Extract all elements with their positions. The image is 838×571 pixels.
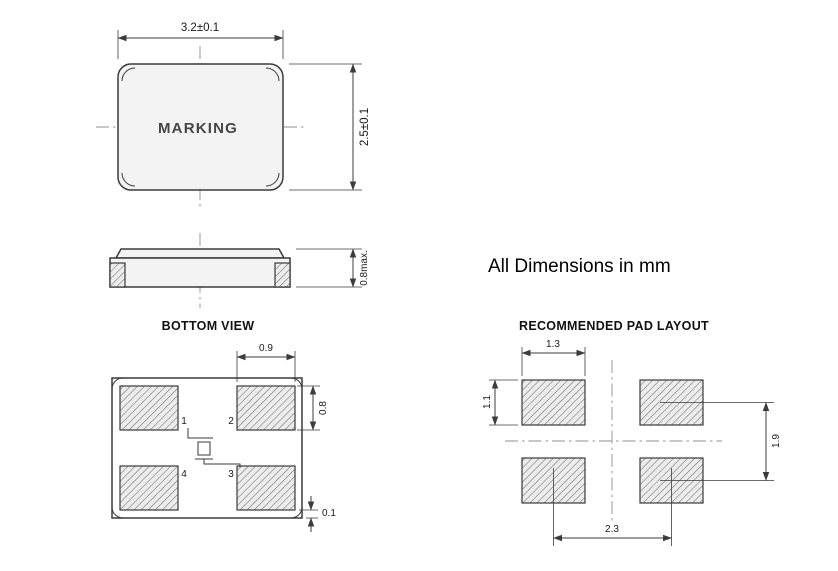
- pad-3: [236, 465, 296, 511]
- pad-1: [119, 385, 179, 431]
- terminal-left: [109, 262, 126, 288]
- corner-mark-bottom-left: [121, 172, 136, 187]
- dimension-layout-pad-height: 1.1: [482, 379, 518, 426]
- layout-pad-width-label: 1.3: [546, 339, 560, 350]
- dimension-layout-pad-width: 1.3: [521, 339, 586, 376]
- pad-4: [119, 465, 179, 511]
- marking-label: MARKING: [158, 120, 238, 137]
- bottom-view: BOTTOM VIEW 1 2 3 4 0.9: [111, 319, 336, 532]
- corner-mark-bottom-right: [265, 172, 280, 187]
- bottom-view-title: BOTTOM VIEW: [162, 319, 255, 333]
- pad-layout-title: RECOMMENDED PAD LAYOUT: [519, 319, 709, 333]
- dimension-pad-height: 0.8: [297, 385, 329, 431]
- corner-mark-top-left: [121, 67, 136, 82]
- pad-number-3: 3: [228, 469, 234, 480]
- thickness-label: 0.8max.: [359, 250, 370, 286]
- layout-pad-height-label: 1.1: [482, 395, 493, 409]
- dimension-thickness: 0.8max.: [296, 248, 370, 288]
- base-profile: [109, 257, 291, 288]
- pad-number-1: 1: [181, 416, 187, 427]
- pad-2: [236, 385, 296, 431]
- terminal-right: [274, 262, 291, 288]
- pad-width-label: 0.9: [259, 343, 273, 354]
- lid-profile: [114, 248, 286, 259]
- crystal-lead-3: [203, 459, 241, 467]
- dimension-column-pitch: 2.3: [553, 468, 672, 546]
- dimension-edge-gap: 0.1: [299, 496, 336, 532]
- row-pitch-label: 1.9: [771, 434, 782, 448]
- pad-number-2: 2: [228, 416, 234, 427]
- dimension-body-height: 2.5±0.1: [289, 63, 371, 191]
- dimension-body-width: 3.2±0.1: [117, 22, 284, 59]
- layout-pad-top-left: [521, 379, 586, 426]
- crystal-body: [197, 441, 211, 456]
- pad-height-label: 0.8: [318, 401, 329, 415]
- body-height-label: 2.5±0.1: [359, 108, 371, 146]
- side-view: 0.8max.: [109, 233, 370, 308]
- corner-mark-bottom-right: [290, 506, 303, 519]
- units-note: All Dimensions in mm: [488, 256, 671, 277]
- crystal-symbol: [187, 428, 241, 467]
- column-pitch-label: 2.3: [605, 524, 619, 535]
- body-width-label: 3.2±0.1: [181, 22, 219, 34]
- dimension-pad-width: 0.9: [236, 343, 296, 382]
- package-body-outline: [117, 63, 284, 191]
- edge-gap-label: 0.1: [322, 508, 336, 519]
- pad-layout: RECOMMENDED PAD LAYOUT 1.3 1.1 1.9: [482, 319, 782, 546]
- corner-mark-top-right: [290, 377, 303, 390]
- corner-mark-top-left: [111, 377, 124, 390]
- corner-mark-bottom-left: [111, 506, 124, 519]
- corner-mark-top-right: [265, 67, 280, 82]
- dimension-row-pitch: 1.9: [660, 402, 782, 481]
- pad-number-4: 4: [181, 469, 187, 480]
- top-view: MARKING 3.2±0.1 2.5±0.1: [96, 22, 371, 208]
